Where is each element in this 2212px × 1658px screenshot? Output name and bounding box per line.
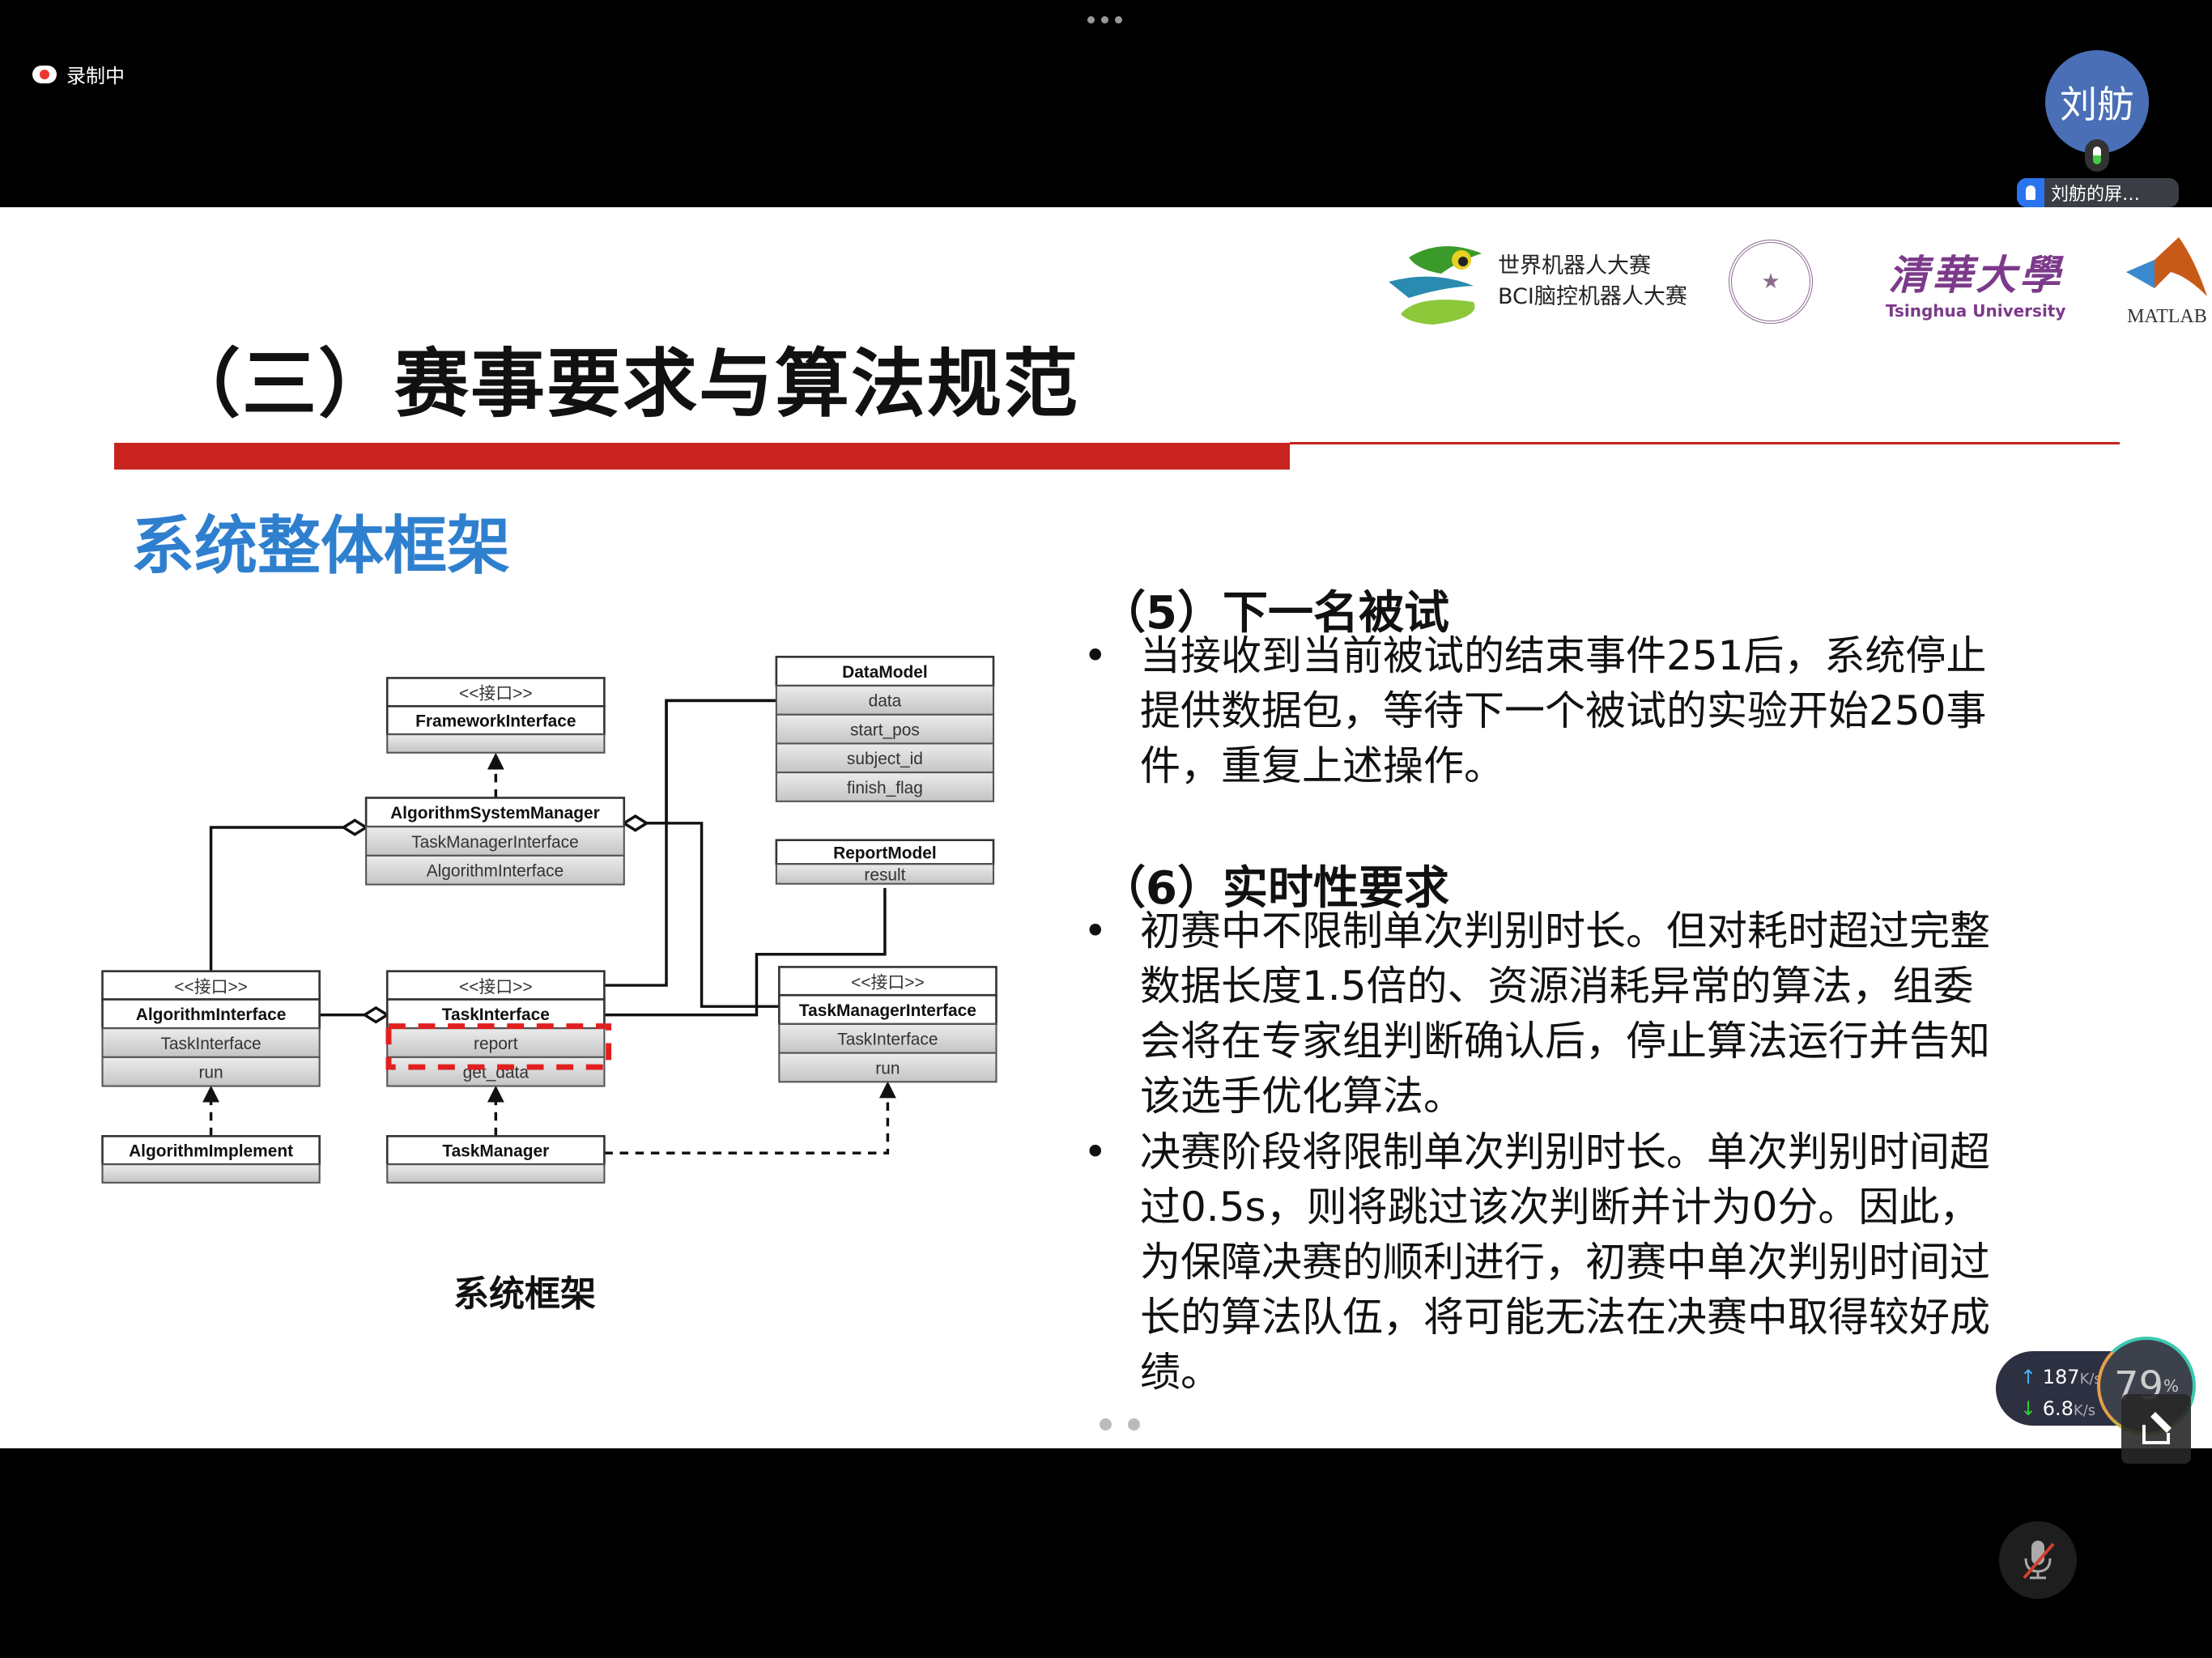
matlab-membrane-icon <box>2126 236 2208 296</box>
upload-speed: 187 <box>2042 1366 2080 1388</box>
bullet-line: 会将在专家组判断确认后，停止算法运行并告知 <box>1140 1018 1990 1065</box>
bullet-dot: • <box>1083 632 1108 679</box>
class-name: TaskInterface <box>442 1005 550 1024</box>
interface-stereotype: <<接口>> <box>174 978 248 997</box>
data-model-box: DataModel data start_pos subject_id finish_f… <box>775 656 995 802</box>
screen-share-label: 刘舫的屏… <box>2051 185 2141 205</box>
title-underline-line <box>1290 442 2120 444</box>
matlab-logo: MATLAB <box>2122 236 2211 328</box>
bullet-line: 件，重复上述操作。 <box>1140 742 1504 789</box>
bullet-line: 决赛阶段将限制单次判别时长。单次判别时间超 <box>1140 1129 1990 1175</box>
mic-muted-icon <box>2023 1541 2055 1579</box>
class-name: AlgorithmSystemManager <box>390 804 600 823</box>
wrc-line2: BCI脑控机器人大赛 <box>1498 283 1687 309</box>
bullet-line: 为保障决赛的顺利进行，初赛中单次判别时间过 <box>1140 1239 1990 1286</box>
class-field: result <box>864 865 905 884</box>
logo-strip: 世界机器人大赛 BCI脑控机器人大赛 ★ 清華大學 Tsinghua Unive… <box>1385 231 2211 332</box>
usage-percent-sign: % <box>2163 1376 2180 1396</box>
screen-share-badge[interactable]: 刘舫的屏… <box>2017 178 2179 207</box>
upload-unit: K/s <box>2079 1371 2102 1388</box>
mic-active-icon <box>2085 139 2109 172</box>
download-arrow-icon: ↓ <box>2020 1397 2037 1420</box>
download-unit: K/s <box>2073 1402 2096 1419</box>
interface-stereotype: <<接口>> <box>459 685 533 704</box>
bullet-line: 当接收到当前被试的结束事件251后，系统停止 <box>1140 632 1987 679</box>
interface-stereotype: <<接口>> <box>851 974 925 993</box>
university-seal-icon: ★ <box>1729 239 1813 324</box>
class-field: report <box>474 1035 518 1053</box>
participant-avatar[interactable]: 刘舫 <box>2045 50 2149 154</box>
page-indicator[interactable] <box>1100 1418 1140 1431</box>
wrc-line1: 世界机器人大赛 <box>1498 253 1651 278</box>
class-name: DataModel <box>842 663 928 682</box>
page-dot[interactable] <box>1128 1418 1140 1431</box>
interface-stereotype: <<接口>> <box>459 978 533 997</box>
bullet-line: 初赛中不限制单次判别时长。但对耗时超过完整 <box>1140 908 1990 954</box>
highlight-box <box>385 1023 612 1070</box>
wrc-logo-icon <box>1389 245 1482 325</box>
class-field: TaskManagerInterface <box>411 833 579 852</box>
class-field: run <box>875 1059 900 1078</box>
upload-arrow-icon: ↑ <box>2020 1366 2037 1388</box>
class-field: TaskInterface <box>837 1031 938 1049</box>
task-manager-box: TaskManager <box>385 1135 606 1184</box>
class-name: TaskManagerInterface <box>799 1001 976 1020</box>
page-dot[interactable] <box>1100 1418 1112 1431</box>
class-name: AlgorithmImplement <box>129 1142 293 1161</box>
annotate-button[interactable] <box>2121 1394 2191 1464</box>
slide-subtitle: 系统整体框架 <box>131 510 511 583</box>
download-speed: 6.8 <box>2042 1397 2074 1420</box>
class-name: ReportModel <box>833 844 937 862</box>
class-name: TaskManager <box>442 1142 549 1161</box>
class-field: data <box>869 692 902 711</box>
algorithm-system-manager-box: AlgorithmSystemManagerTaskManagerInterfa… <box>364 797 626 886</box>
recording-icon <box>32 65 57 83</box>
more-options-button[interactable] <box>1087 16 1122 23</box>
class-field: start_pos <box>850 721 920 739</box>
recording-label: 录制中 <box>66 65 125 87</box>
class-field: run <box>198 1064 223 1082</box>
tsinghua-cn: 清華大學 <box>1888 250 2064 299</box>
algorithm-implement-box: AlgorithmImplement <box>101 1135 321 1184</box>
matlab-text: MATLAB <box>2127 305 2207 327</box>
title-underline-bar <box>114 443 1290 470</box>
bullet-dot: • <box>1083 908 1108 954</box>
bullet-line: 过0.5s，则将跳过该次判断并计为0分。因此， <box>1140 1184 1980 1231</box>
tsinghua-logo: 清華大學 Tsinghua University <box>1886 243 2065 321</box>
diagram-caption: 系统框架 <box>453 1273 596 1315</box>
bullet-line: 绩。 <box>1140 1349 1221 1396</box>
person-icon <box>2017 178 2044 207</box>
section-heading-5: （5）下一名被试 <box>1100 587 1449 640</box>
bullet-dot: • <box>1083 1129 1108 1175</box>
bullet-item: • 当接收到当前被试的结束事件251后，系统停止 提供数据包，等待下一个被试的实… <box>1083 628 2136 793</box>
bullet-item: • 决赛阶段将限制单次判别时长。单次判别时间超 过0.5s，则将跳过该次判断并计… <box>1083 1124 2136 1400</box>
edit-pencil-icon <box>2142 1412 2172 1444</box>
mute-toggle-button[interactable] <box>1999 1521 2077 1599</box>
section-heading-6: （6）实时性要求 <box>1100 862 1449 915</box>
tsinghua-en: Tsinghua University <box>1886 300 2066 321</box>
bullet-item: • 初赛中不限制单次判别时长。但对耗时超过完整 数据长度1.5倍的、资源消耗异常… <box>1083 903 2136 1124</box>
bullet-line: 长的算法队伍，将可能无法在决赛中取得较好成 <box>1140 1294 1990 1341</box>
class-field: finish_flag <box>847 779 923 797</box>
uml-diagram: <<接口>> FrameworkInterface DataModel data sta… <box>101 656 998 1184</box>
report-model-box: ReportModel result <box>775 839 995 885</box>
bullet-line: 数据长度1.5倍的、资源消耗异常的算法，组委 <box>1140 963 1974 1010</box>
framework-interface-box: <<接口>> FrameworkInterface <box>385 677 606 754</box>
class-name: FrameworkInterface <box>415 712 576 731</box>
slide-title: （三）赛事要求与算法规范 <box>166 341 1080 427</box>
class-field: subject_id <box>847 750 923 768</box>
recording-indicator[interactable]: 录制中 <box>32 60 125 88</box>
bullet-line: 提供数据包，等待下一个被试的实验开始250事 <box>1140 687 1987 734</box>
class-name: AlgorithmInterface <box>136 1005 287 1024</box>
bullet-line: 该选手优化算法。 <box>1140 1073 1464 1120</box>
class-field: TaskInterface <box>160 1035 261 1053</box>
class-field: AlgorithmInterface <box>427 862 564 881</box>
